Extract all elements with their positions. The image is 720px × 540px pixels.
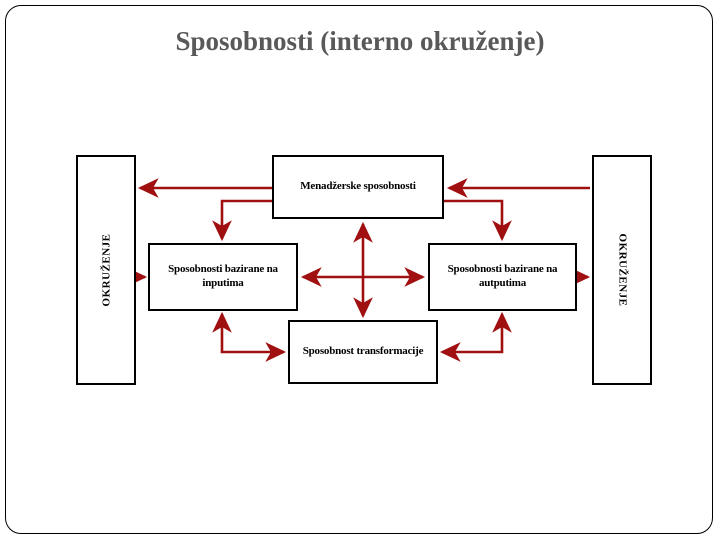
node-input-based-capabilities: Sposobnosti bazirane na inputima xyxy=(148,243,298,311)
environment-label-left: OKRUŽENJE xyxy=(100,233,112,307)
arrow-input-transform-elbow xyxy=(220,315,287,362)
node-managerial-capabilities-label: Menadžerske sposobnosti xyxy=(300,180,416,193)
node-input-based-capabilities-label: Sposobnosti bazirane na inputima xyxy=(168,263,278,289)
node-transformation-capability-label: Sposobnost transformacije xyxy=(302,345,424,358)
arrow-transform-output-elbow xyxy=(439,315,504,362)
page-title: Sposobnosti (interno okruženje) xyxy=(175,26,545,56)
slide-border-frame xyxy=(5,5,713,534)
environment-box-right: OKRUŽENJE xyxy=(592,155,652,385)
environment-label-right: OKRUŽENJE xyxy=(616,233,628,307)
node-transformation-capability: Sposobnost transformacije xyxy=(288,320,438,384)
environment-box-left: OKRUŽENJE xyxy=(76,155,136,385)
arrow-managerial-to-output xyxy=(444,199,512,242)
node-managerial-capabilities: Menadžerske sposobnosti xyxy=(272,155,444,219)
node-output-based-capabilities-label: Sposobnosti bazirane na autputima xyxy=(447,263,558,289)
node-output-based-capabilities: Sposobnosti bazirane na autputima xyxy=(428,243,577,311)
arrow-managerial-to-input xyxy=(212,199,272,242)
